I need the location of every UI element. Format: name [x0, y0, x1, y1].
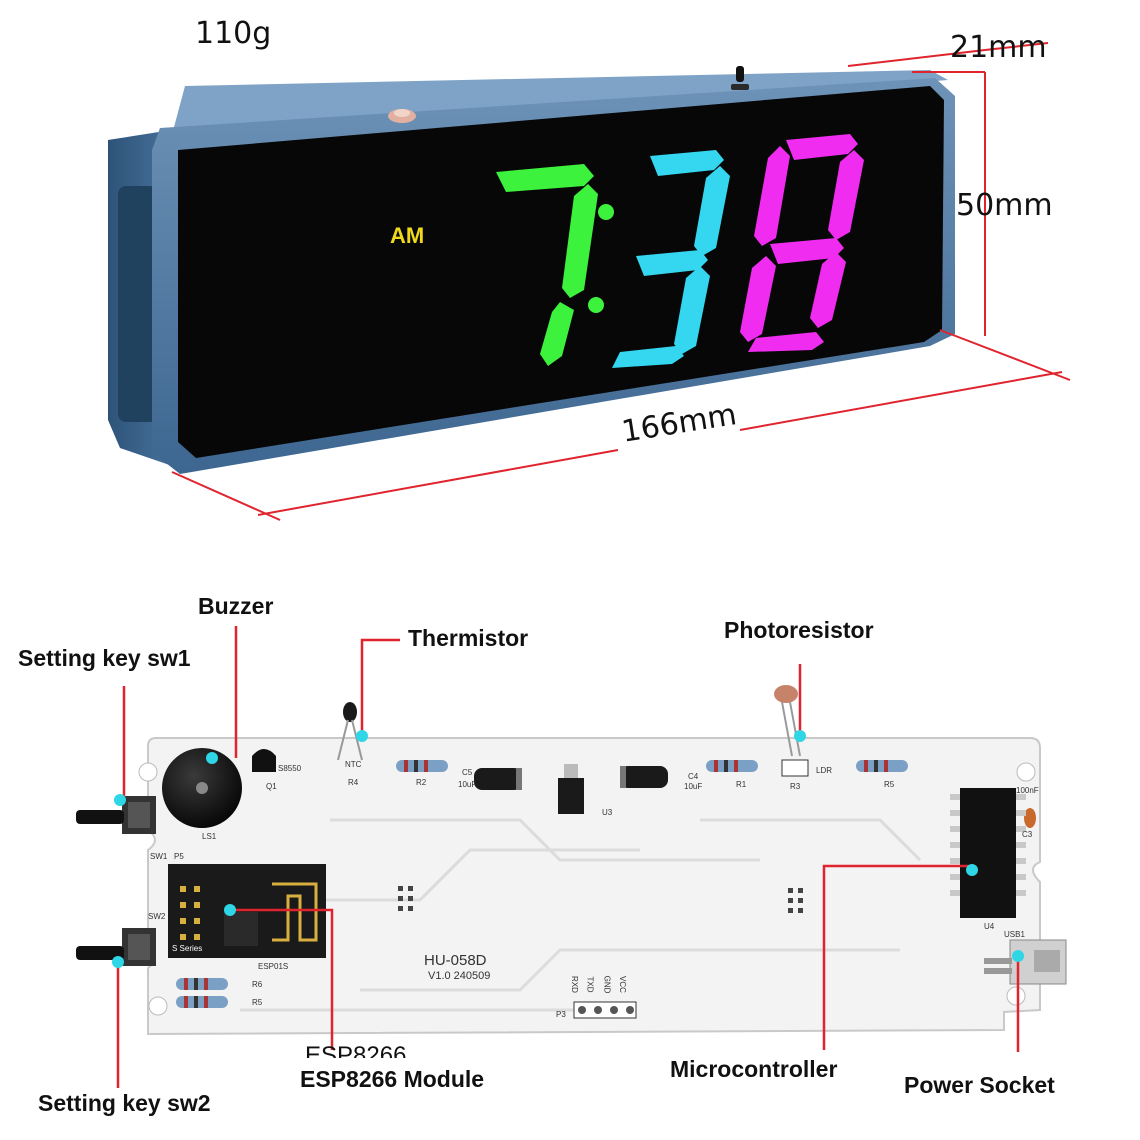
callout-photoresistor: Photoresistor [724, 617, 874, 643]
silk-txd: TXD [585, 976, 595, 993]
minute-digit-8 [740, 134, 864, 352]
callout-esp8266-cut: ESP8266 [305, 1042, 407, 1058]
clock-side-recess [118, 186, 158, 422]
silk-u3: U3 [602, 808, 613, 817]
callout-setting-key-sw2: Setting key sw2 [38, 1090, 211, 1116]
callout-esp8266-module: ESP8266 Module [300, 1066, 485, 1092]
board-version: V1.0 240509 [428, 970, 491, 982]
board-model: HU-058D [424, 952, 487, 969]
clock-product [108, 42, 1071, 521]
transistor-icon [252, 749, 276, 772]
callout-setting-key-sw1: Setting key sw1 [18, 645, 191, 671]
colon-icon [588, 204, 614, 313]
silk-r4: R4 [348, 778, 359, 787]
minute-digit-3 [612, 150, 730, 368]
silk-esp01s: ESP01S [258, 962, 289, 971]
silk-c4-value: 10uF [684, 782, 703, 791]
silk-sw2: SW2 [148, 912, 166, 921]
silk-usb1: USB1 [1004, 930, 1025, 939]
silk-p5: P5 [174, 852, 184, 861]
pcb-outline [147, 737, 1041, 1036]
voltage-regulator-icon [558, 778, 584, 814]
silk-p3: P3 [556, 1010, 566, 1019]
silk-r6: R6 [252, 980, 263, 989]
weight-label: 110g [195, 16, 272, 51]
silk-c5-value: 10uF [458, 780, 477, 789]
callout-microcontroller: Microcontroller [670, 1056, 838, 1082]
callout-buzzer: Buzzer [198, 593, 274, 619]
header-pins-icon [573, 1001, 637, 1019]
silk-c5: C5 [462, 768, 473, 777]
silk-r5-bottom: R5 [252, 998, 263, 1007]
silk-c3: C3 [1022, 830, 1033, 839]
photoresistor-icon [774, 685, 798, 703]
silk-c3-value: 100nF [1016, 786, 1039, 795]
height-label: 50mm [956, 188, 1053, 223]
silk-ntc: NTC [345, 760, 362, 769]
silk-rxd: RXD [569, 976, 579, 993]
callout-thermistor: Thermistor [408, 625, 529, 651]
pcb-board [76, 626, 1067, 1088]
silk-ldr: LDR [816, 766, 833, 775]
capacitor-icon [474, 766, 1036, 828]
callout-dots [112, 730, 1024, 968]
silk-q1: Q1 [266, 782, 277, 791]
callout-lines [116, 626, 1020, 1088]
silk-module-series: S Series [172, 944, 203, 953]
microcontroller-chip-icon [960, 788, 1016, 918]
tactile-switch-icon [76, 796, 156, 966]
silk-r1: R1 [736, 780, 747, 789]
silk-c4: C4 [688, 772, 699, 781]
top-button-icon [736, 66, 744, 82]
hour-digit-7 [496, 164, 598, 366]
silk-r2: R2 [416, 778, 427, 787]
silk-r3: R3 [790, 782, 801, 791]
callout-power-socket: Power Socket [904, 1072, 1055, 1098]
resistor-icon [176, 760, 908, 1008]
silk-r5-top: R5 [884, 780, 895, 789]
thermistor-icon [343, 702, 357, 722]
silk-s8550: S8550 [278, 764, 302, 773]
clock-screen [178, 86, 944, 458]
ampm-indicator: AM [390, 223, 425, 248]
silk-gnd: GND [602, 975, 612, 994]
silk-vcc: VCC [617, 976, 627, 993]
silk-sw1: SW1 [150, 852, 168, 861]
silk-ls1: LS1 [202, 832, 217, 841]
dimension-lines [171, 42, 1071, 521]
depth-label: 21mm [950, 30, 1047, 65]
silk-u4: U4 [984, 922, 995, 931]
